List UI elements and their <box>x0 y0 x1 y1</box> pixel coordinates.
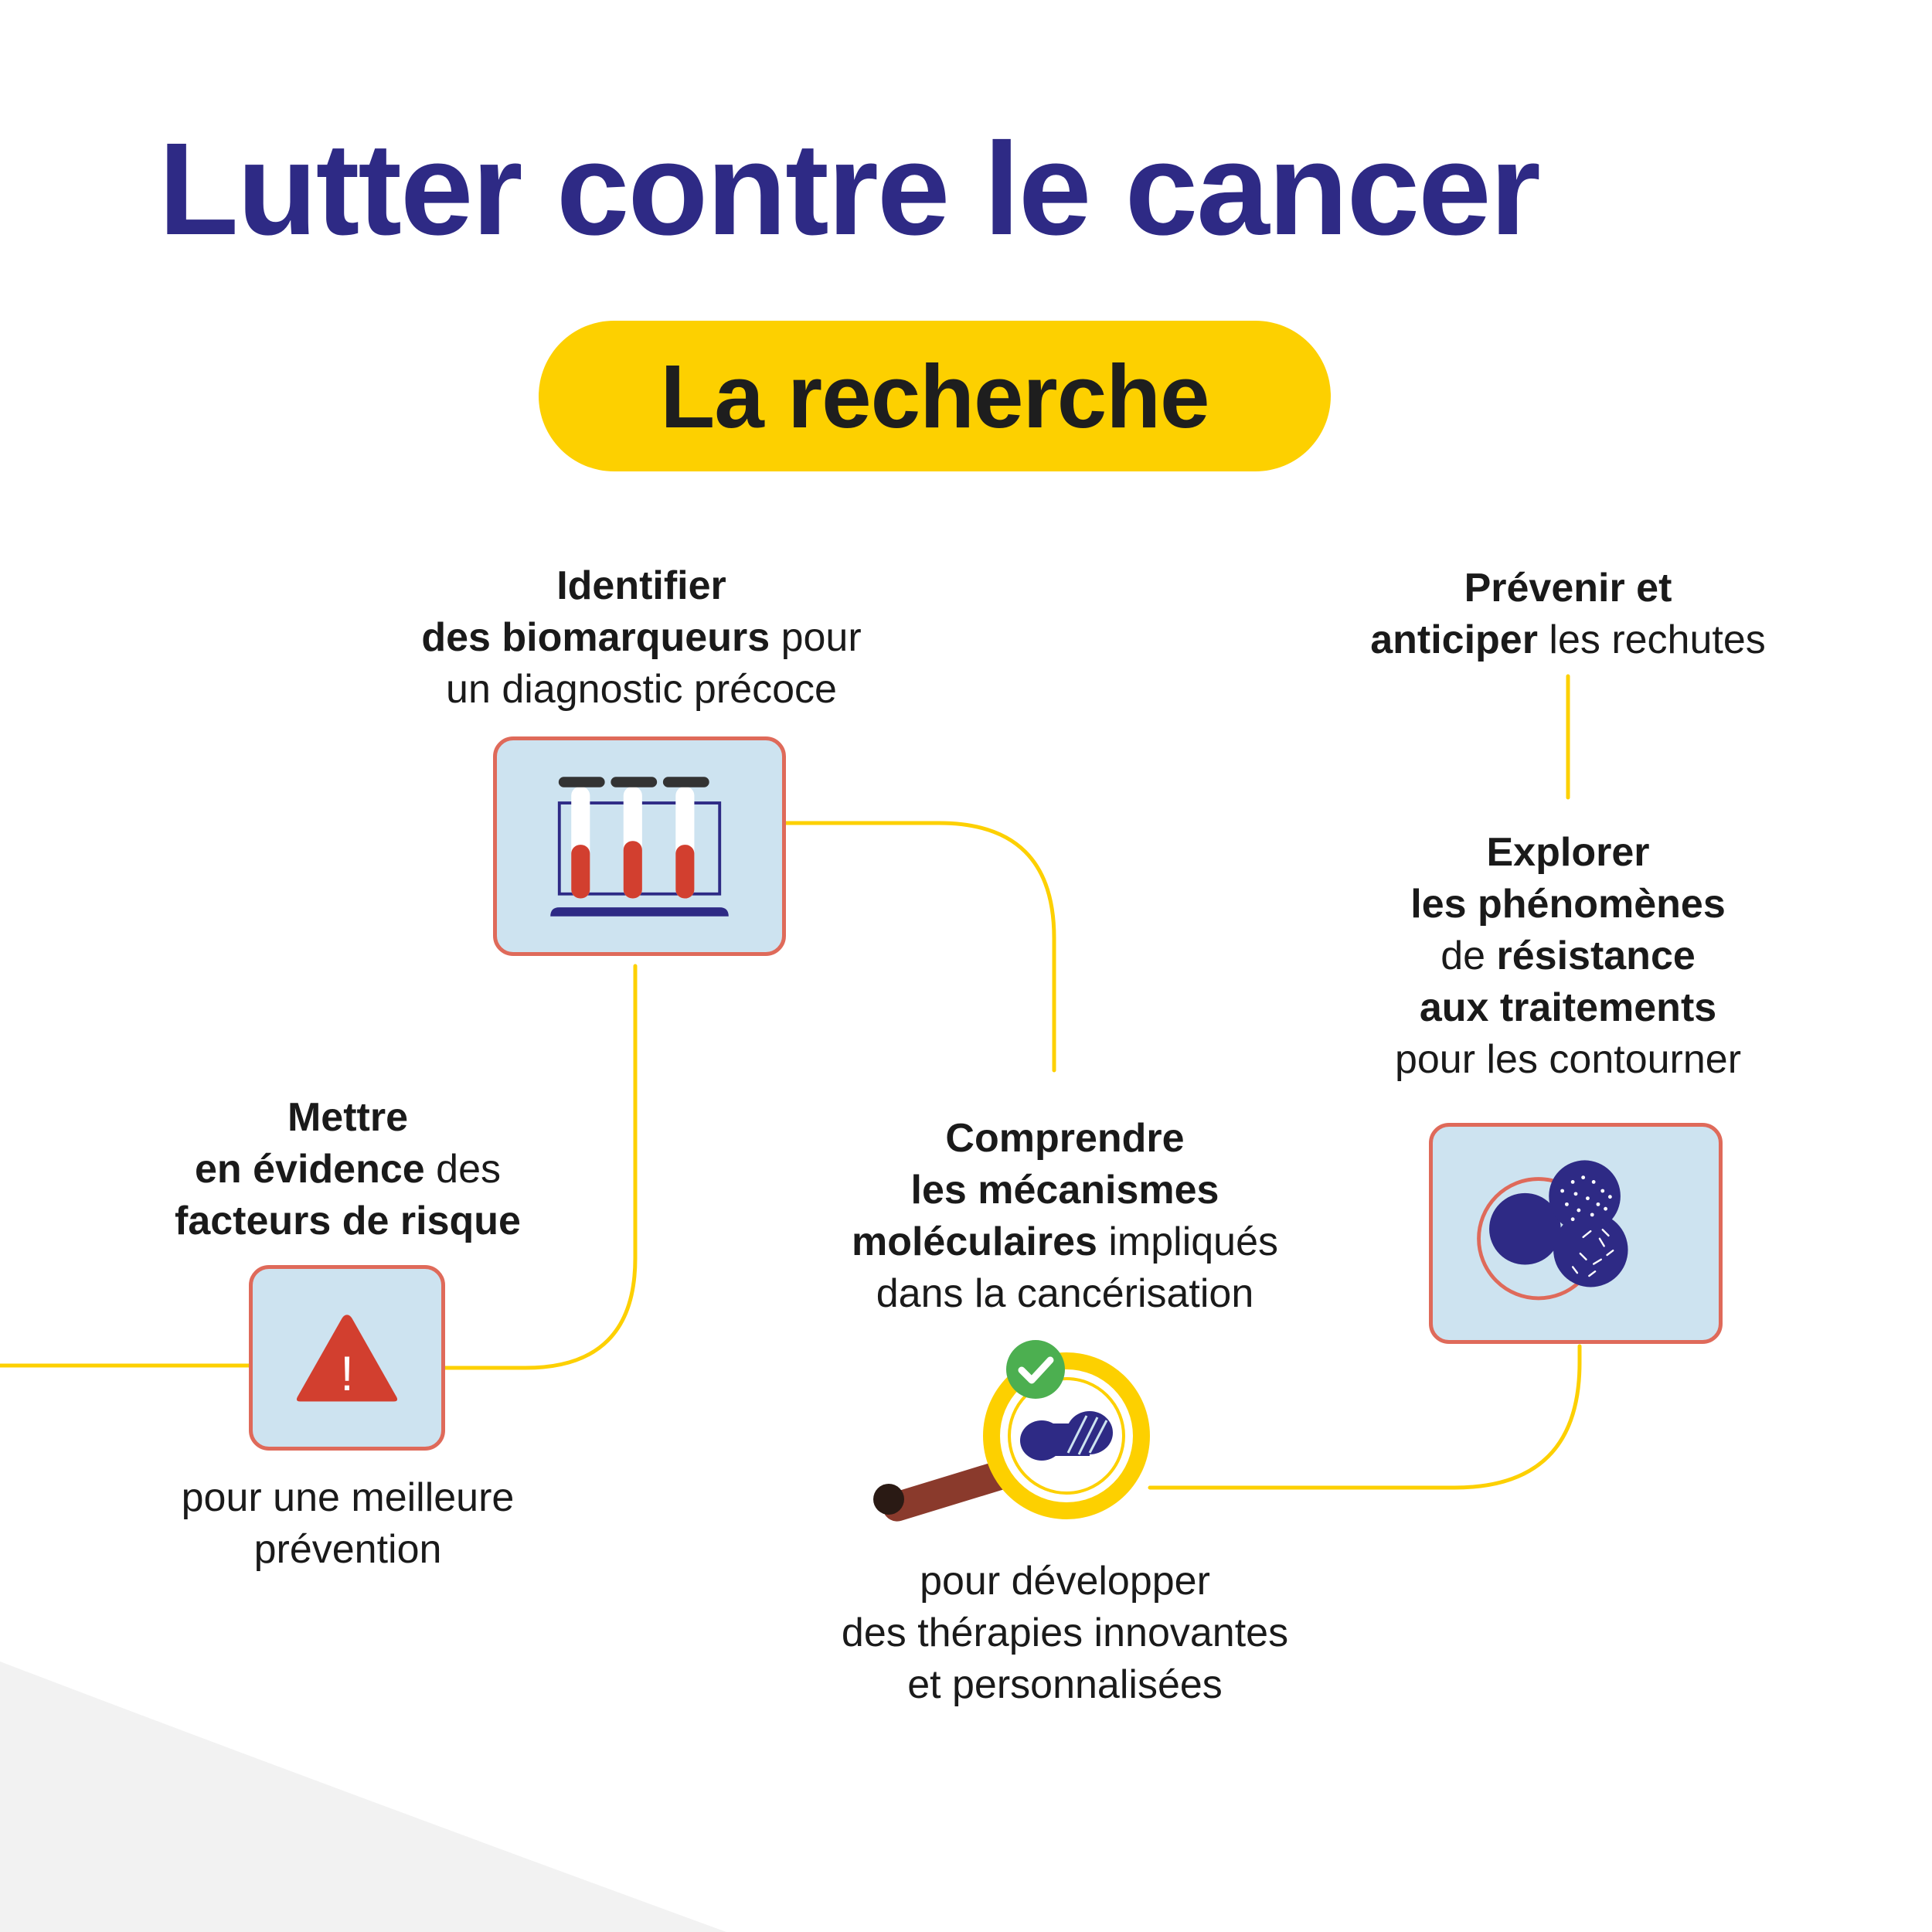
relapse-line-2: anticiper les rechutes <box>1298 614 1838 666</box>
page-title: Lutter contre le cancer <box>158 116 1541 263</box>
resistance-text: Explorer les phénomènes de résistance au… <box>1298 827 1838 1086</box>
risk-line-2: en évidence des <box>100 1144 595 1196</box>
mechanisms-bold-1: Comprendre <box>945 1116 1185 1161</box>
risk-text: Mettre en évidence des facteurs de risqu… <box>100 1092 595 1247</box>
risk-after-line-2: prévention <box>253 1527 442 1572</box>
resistance-regular-5: pour les contourner <box>1394 1037 1742 1082</box>
mechanisms-line-3: moléculaires impliqués <box>787 1216 1343 1268</box>
risk-bold-2: en évidence <box>194 1147 425 1192</box>
biomarkers-regular-2: pour <box>770 615 862 660</box>
risk-after-text: pour une meilleure prévention <box>100 1472 595 1576</box>
resistance-icon-box <box>1429 1123 1723 1344</box>
section-pill: La recherche <box>539 321 1331 471</box>
resistance-line-4: aux traitements <box>1298 982 1838 1034</box>
biomarkers-regular-3: un diagnostic précoce <box>446 667 837 712</box>
relapse-text: Prévenir et anticiper les rechutes <box>1298 563 1838 666</box>
biomarkers-bold-1: Identifier <box>556 563 726 608</box>
resistance-bold-1: Explorer <box>1486 830 1650 875</box>
relapse-regular-2: les rechutes <box>1537 617 1766 662</box>
mechanisms-text: Comprendre les mécanismes moléculaires i… <box>787 1113 1343 1320</box>
biomarkers-icon-box <box>493 736 786 956</box>
mechanisms-after-line-1: pour développer <box>920 1559 1210 1604</box>
resistance-bold-2: les phénomènes <box>1410 882 1726 927</box>
mechanisms-after-line-3: et personnalisées <box>907 1662 1223 1707</box>
connector-risk-to-biomarkers <box>443 964 638 1370</box>
risk-bold-1: Mettre <box>287 1095 409 1140</box>
risk-regular-2: des <box>424 1147 501 1192</box>
mechanisms-after-line-2: des thérapies innovantes <box>841 1611 1289 1655</box>
biomarkers-bold-2: des biomarqueurs <box>421 615 770 660</box>
resistance-line-5: pour les contourner <box>1298 1034 1838 1086</box>
risk-icon-box: ! <box>249 1265 445 1451</box>
cells-icon <box>1477 1160 1628 1301</box>
mechanisms-bold-2: les mécanismes <box>910 1168 1219 1213</box>
mechanisms-regular-4: dans la cancérisation <box>876 1271 1254 1316</box>
connector-biomarkers-to-mechanisms <box>784 821 1056 1073</box>
relapse-line-1: Prévenir et <box>1298 563 1838 614</box>
test-tubes-icon <box>550 777 729 917</box>
resistance-line-3: de résistance <box>1298 930 1838 982</box>
biomarkers-line-1: Identifier <box>394 560 889 612</box>
magnifier-icon <box>873 1340 1150 1522</box>
mechanisms-after-text: pour développer des thérapies innovantes… <box>787 1556 1343 1711</box>
resistance-bold-4: aux traitements <box>1419 985 1717 1030</box>
risk-after-line-1: pour une meilleure <box>181 1475 515 1520</box>
biomarkers-text: Identifier des biomarqueurs pour un diag… <box>394 560 889 716</box>
mechanisms-line-4: dans la cancérisation <box>787 1268 1343 1320</box>
section-pill-label: La recherche <box>660 345 1209 447</box>
connector-mechanisms-to-resistance <box>1148 1344 1582 1490</box>
warning-glyph: ! <box>340 1347 354 1401</box>
resistance-line-1: Explorer <box>1298 827 1838 879</box>
mechanisms-regular-3: impliqués <box>1097 1219 1279 1264</box>
resistance-regular-3: de <box>1440 934 1497 978</box>
biomarkers-line-3: un diagnostic précoce <box>394 664 889 716</box>
mechanisms-bold-3: moléculaires <box>851 1219 1097 1264</box>
mechanisms-line-2: les mécanismes <box>787 1165 1343 1216</box>
risk-line-3: facteurs de risque <box>100 1196 595 1247</box>
resistance-line-2: les phénomènes <box>1298 879 1838 930</box>
relapse-bold-1: Prévenir et <box>1464 566 1672 611</box>
relapse-bold-2: anticiper <box>1370 617 1538 662</box>
risk-line-1: Mettre <box>100 1092 595 1144</box>
warning-icon: ! <box>296 1315 398 1402</box>
background-curve <box>0 1662 726 1932</box>
biomarkers-line-2: des biomarqueurs pour <box>394 612 889 664</box>
resistance-bold-3: résistance <box>1496 934 1696 978</box>
risk-bold-3: facteurs de risque <box>175 1199 521 1243</box>
mechanisms-line-1: Comprendre <box>787 1113 1343 1165</box>
